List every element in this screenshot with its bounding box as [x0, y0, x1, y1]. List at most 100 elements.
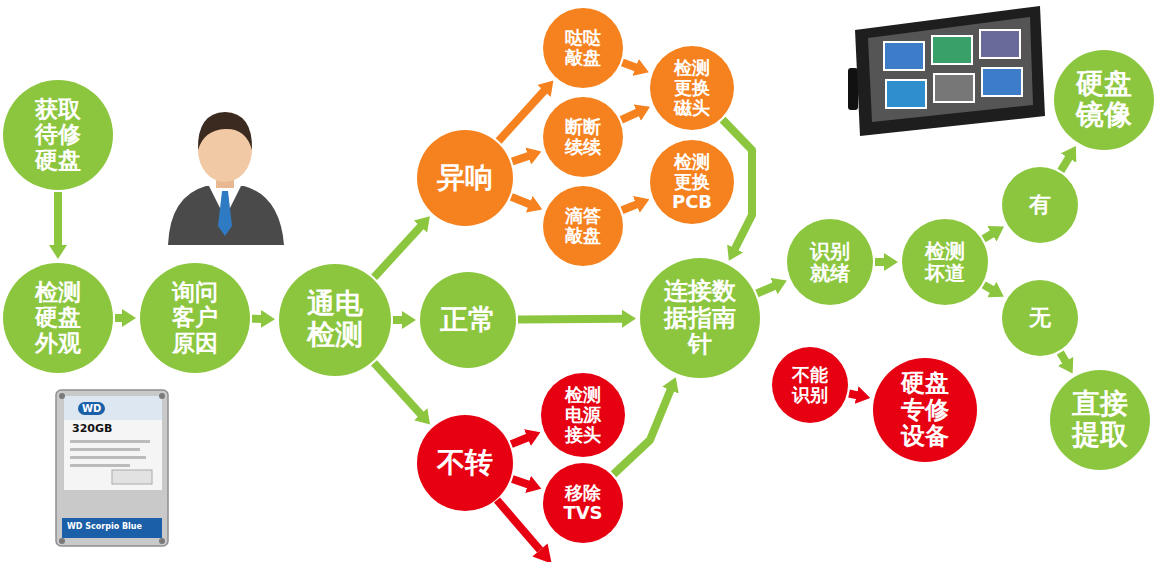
- flow-arrow: [115, 314, 123, 322]
- flow-circle: 检测电源接头: [541, 373, 625, 457]
- tie: [218, 191, 232, 236]
- flow-arrow: [622, 62, 636, 67]
- flow-arrow: [849, 393, 857, 395]
- node-text: 识别就绪: [810, 240, 850, 284]
- node-text: 检测硬盘外观: [35, 280, 81, 356]
- circle-fill: [417, 130, 513, 226]
- flow-arrow: [1060, 352, 1066, 362]
- flow-circle: 无: [1002, 280, 1078, 356]
- flow-arrow: [374, 226, 421, 277]
- screw: [159, 393, 165, 399]
- node-text: 连接数据指南针: [664, 278, 736, 357]
- circle-fill: [420, 272, 516, 368]
- customer-icon: [168, 112, 284, 245]
- flow-circle: 检测更换PCB: [650, 140, 734, 224]
- flow-circle: 有: [1002, 167, 1078, 243]
- circle-fill: [902, 219, 988, 305]
- drive-blue-strip: [62, 518, 162, 538]
- photo-label: WD Scorpio Blue: [67, 523, 142, 532]
- circle-fill: [873, 358, 977, 462]
- drive-label: [64, 396, 162, 490]
- case-body: [855, 6, 1045, 136]
- flow-arrow: [512, 156, 529, 162]
- circle-fill: [1054, 50, 1154, 150]
- flow-arrow: [512, 479, 529, 485]
- circle-fill: [3, 263, 113, 373]
- circle-fill: [543, 97, 623, 177]
- flow-arrow: [499, 90, 545, 141]
- flow-circle: 硬盘镜像: [1054, 50, 1154, 150]
- circle-fill: [650, 46, 734, 130]
- node-text: 无: [1029, 306, 1051, 330]
- circle-fill: [772, 347, 848, 423]
- device-card: [886, 80, 926, 108]
- circle-fill: [543, 186, 623, 266]
- device-card: [982, 68, 1022, 96]
- node-text: 检测电源接头: [565, 385, 601, 444]
- node-text: 硬盘镜像: [1076, 69, 1132, 131]
- node-text: 检测更换PCB: [670, 152, 713, 211]
- device-card: [932, 36, 972, 64]
- circle-fill: [543, 463, 623, 543]
- flow-circle: 正常: [420, 272, 516, 368]
- circle-fill: [1002, 280, 1078, 356]
- flow-circle: 检测硬盘外观: [3, 263, 113, 373]
- circle-fill: [543, 8, 623, 88]
- flow-circle: 移除TVS: [543, 463, 623, 543]
- flow-circle: 获取待修硬盘: [3, 80, 113, 190]
- node-text: 硬盘专修设备: [901, 370, 949, 449]
- case-inner: [868, 17, 1033, 122]
- circle-fill: [279, 264, 391, 376]
- flow-arrow: [621, 112, 638, 120]
- hard-drive-photo: [56, 390, 168, 546]
- node-text: 滴答敲盘: [565, 206, 601, 246]
- flow-circle: 连接数据指南针: [640, 258, 760, 378]
- flow-arrow: [757, 286, 775, 294]
- screw: [59, 538, 65, 544]
- node-text: 询问客户原因: [172, 280, 218, 356]
- flow-arrow: [374, 363, 421, 415]
- case-handle: [848, 68, 858, 110]
- label-line: [70, 440, 150, 443]
- node-text: 不能识别: [792, 365, 828, 405]
- circle-fill: [787, 219, 873, 305]
- label-line: [70, 448, 140, 451]
- photo-label: 320GB: [72, 423, 112, 435]
- arrow-shaft: [497, 500, 540, 550]
- flow-circle: 异响: [417, 130, 513, 226]
- flow-arrow: [622, 204, 637, 210]
- screw: [159, 538, 165, 544]
- drive-case: [56, 390, 168, 546]
- flow-arrow: [252, 315, 262, 323]
- circle-fill: [640, 258, 760, 378]
- node-text: 哒哒敲盘: [565, 28, 601, 68]
- flow-arrow: [1061, 157, 1069, 171]
- node-text: 直接提取: [1072, 389, 1128, 451]
- flow-circle: 滴答敲盘: [543, 186, 623, 266]
- flow-circle: 不能识别: [772, 347, 848, 423]
- circle-fill: [3, 80, 113, 190]
- node-text: 获取待修硬盘: [35, 97, 81, 173]
- flow-arrow: [984, 233, 993, 239]
- flow-arrow: [875, 258, 885, 266]
- flow-circle: 直接提取: [1050, 370, 1150, 470]
- device-card: [884, 42, 924, 70]
- flow-arrow: [518, 315, 623, 324]
- node-text: 断断续续: [565, 117, 601, 157]
- circle-fill: [650, 140, 734, 224]
- screw: [59, 393, 65, 399]
- node-text: 移除TVS: [561, 483, 604, 523]
- circle-fill: [1002, 167, 1078, 243]
- flow-circle: 断断续续: [543, 97, 623, 177]
- node-text: 有: [1029, 193, 1051, 217]
- flow-circle: 识别就绪: [787, 219, 873, 305]
- node-text: 通电检测: [307, 289, 363, 351]
- label-line: [70, 456, 146, 459]
- node-text: 正常: [440, 305, 496, 336]
- flow-circle: 哒哒敲盘: [543, 8, 623, 88]
- circle-fill: [1050, 370, 1150, 470]
- flow-arrow: [511, 197, 530, 205]
- node-text: 异响: [437, 163, 493, 194]
- node-text: 不转: [437, 448, 493, 479]
